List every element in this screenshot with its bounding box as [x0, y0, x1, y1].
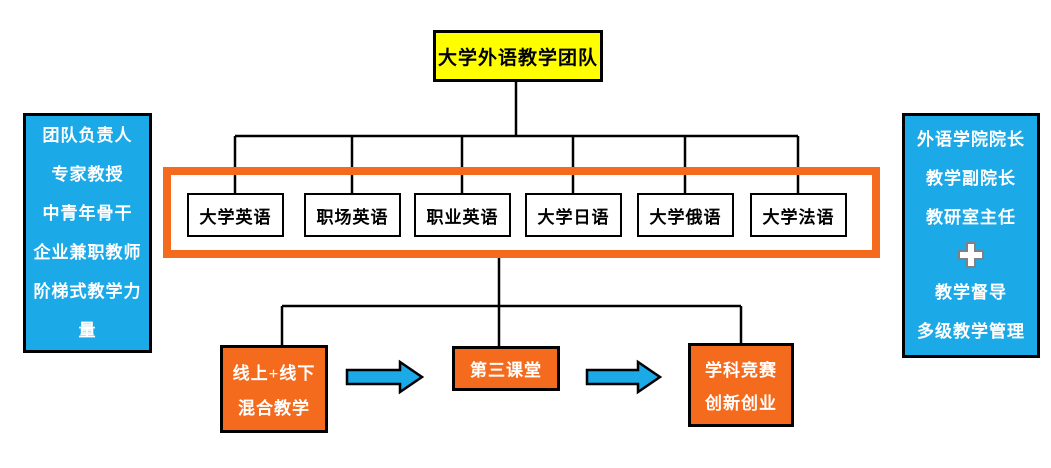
flow-arrow-icon [585, 359, 663, 395]
plus-icon [958, 237, 984, 273]
panel-line: 教学副院长 [926, 169, 1016, 188]
panel-line: 多级教学管理 [917, 322, 1025, 341]
course-label: 大学俄语 [649, 207, 722, 227]
root-node-label: 大学外语教学团队 [437, 47, 598, 69]
flow-node-line: 线上+线下 [232, 364, 316, 383]
course-label: 大学法语 [762, 207, 835, 227]
panel-line: 外语学院院长 [917, 130, 1025, 149]
panel-line: 团队负责人 [42, 126, 133, 145]
flow-node-line: 混合教学 [238, 399, 310, 418]
panel-line: 专家教授 [51, 165, 124, 184]
flow-node-blended-teaching: 线上+线下 混合教学 [220, 345, 328, 433]
course-label: 大学英语 [199, 207, 272, 227]
course-label: 职业英语 [426, 207, 499, 227]
flow-arrow-icon [345, 359, 425, 395]
management-panel: 外语学院院长 教学副院长 教研室主任 教学督导 多级教学管理 [902, 113, 1040, 358]
panel-line: 教研室主任 [926, 208, 1016, 227]
course-node-french: 大学法语 [750, 193, 847, 237]
panel-line: 中青年骨干 [42, 204, 133, 223]
course-label: 职场英语 [316, 207, 389, 227]
course-node-college-english: 大学英语 [187, 193, 284, 237]
root-node: 大学外语教学团队 [433, 30, 603, 82]
flow-node-line: 第三课堂 [470, 361, 542, 380]
team-composition-panel: 团队负责人 专家教授 中青年骨干 企业兼职教师 阶梯式教学力量 [23, 113, 152, 353]
course-group-frame [163, 167, 880, 258]
flow-node-third-classroom: 第三课堂 [452, 346, 560, 391]
panel-line: 阶梯式教学力量 [33, 282, 142, 340]
course-node-workplace-english: 职场英语 [304, 193, 401, 237]
course-node-russian: 大学俄语 [637, 193, 734, 237]
course-node-japanese: 大学日语 [525, 193, 622, 237]
flow-node-line: 学科竞赛 [705, 361, 777, 380]
course-node-vocational-english: 职业英语 [414, 193, 511, 237]
course-label: 大学日语 [537, 207, 610, 227]
flow-node-competition-innovation: 学科竞赛 创新创业 [688, 343, 794, 427]
flow-node-line: 创新创业 [705, 394, 777, 413]
panel-line: 教学督导 [935, 283, 1007, 302]
panel-line: 企业兼职教师 [33, 243, 142, 262]
